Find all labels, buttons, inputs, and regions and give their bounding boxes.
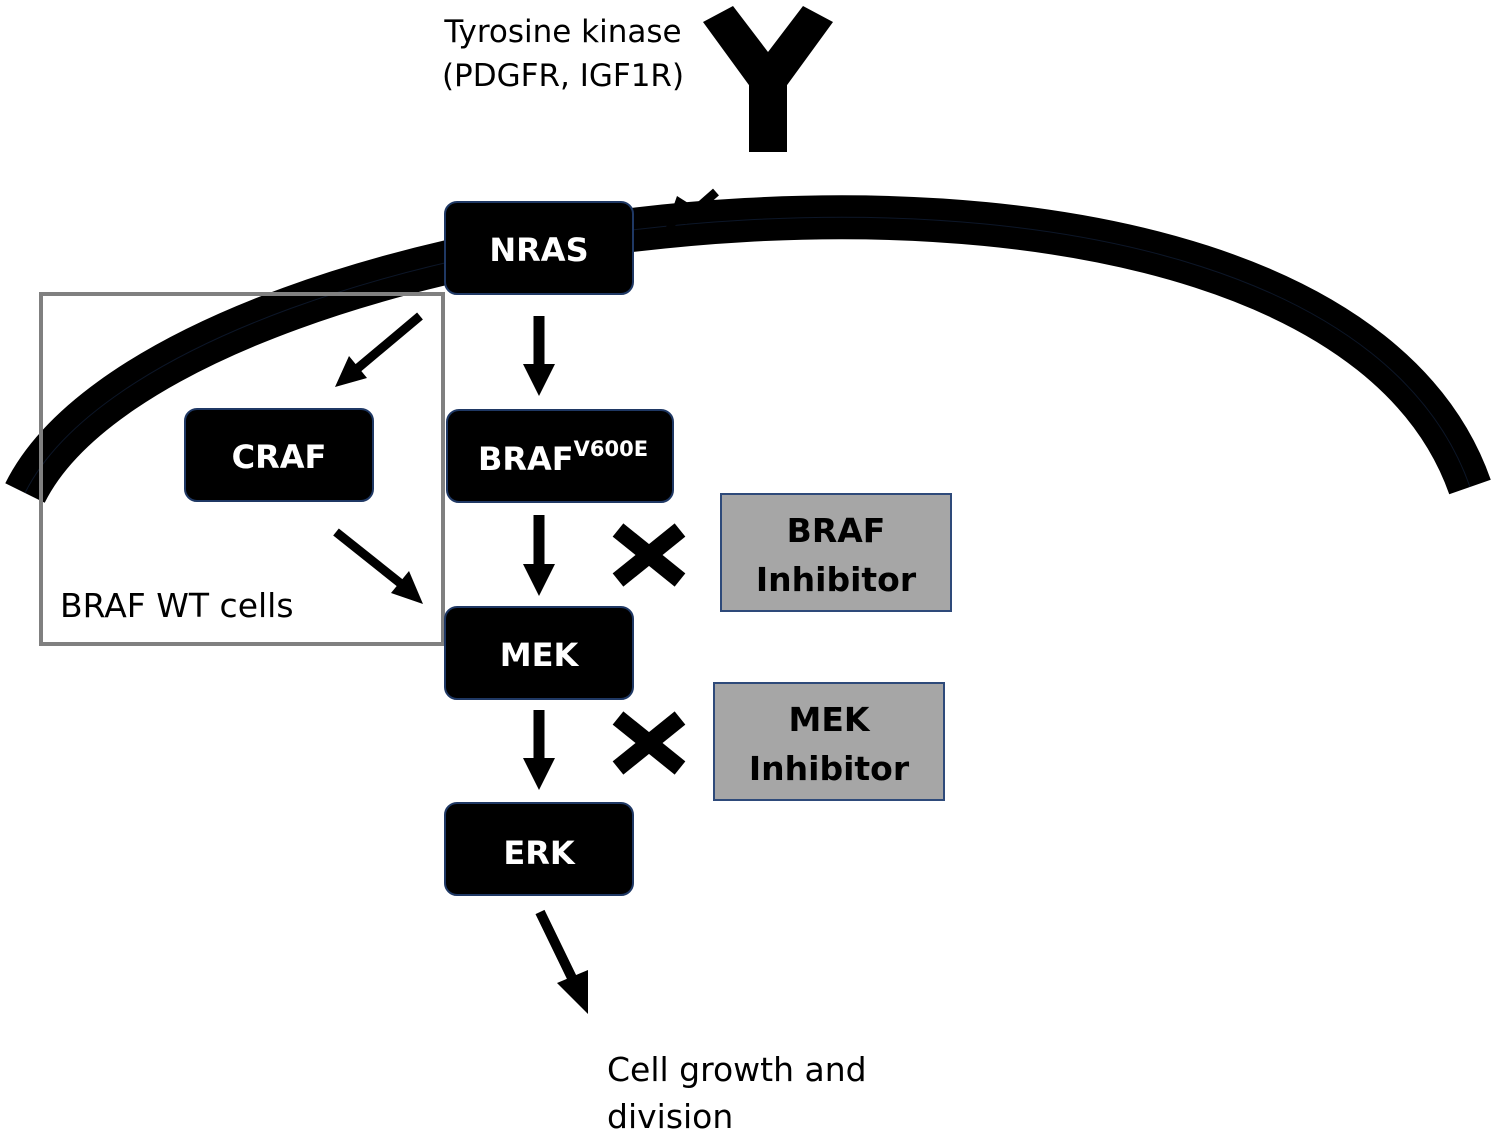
- arrow-nras-to-braf-head: [523, 364, 555, 396]
- cell-membrane-edge: [24, 216, 1471, 494]
- arrow-mek-to-erk-head: [523, 758, 555, 790]
- outcome-line1: Cell growth and: [607, 1050, 867, 1089]
- receptor-label-line2: (PDGFR, IGF1R): [442, 58, 684, 94]
- craf-label: CRAF: [232, 438, 327, 476]
- braf-wt-label: BRAF WT cells: [60, 586, 294, 625]
- arrow-craf-to-mek-head: [391, 571, 423, 604]
- erk-node: ERK: [444, 802, 634, 896]
- mek-inhibitor-line1: MEK: [789, 700, 871, 739]
- outcome-line2: division: [607, 1097, 733, 1132]
- nras-label: NRAS: [489, 231, 588, 269]
- mek-block-x-icon: [612, 711, 686, 775]
- nras-node: NRAS: [444, 201, 634, 295]
- braf-block-x-icon: [612, 523, 686, 587]
- braf-wt-box: [39, 292, 445, 646]
- braf-label: BRAFV600E: [478, 437, 648, 478]
- braf-inhibitor-line1: BRAF: [787, 511, 886, 550]
- erk-label: ERK: [503, 834, 576, 872]
- mek-inhibitor-box: MEK Inhibitor: [713, 682, 945, 801]
- braf-label-main: BRAF: [478, 440, 574, 478]
- receptor-icon: [703, 6, 833, 152]
- mek-label: MEK: [500, 636, 580, 674]
- arrows: [333, 188, 719, 1014]
- mek-node: MEK: [444, 606, 634, 700]
- arrow-nras-to-craf-head: [335, 356, 367, 387]
- craf-node: CRAF: [184, 408, 374, 502]
- braf-label-superscript: V600E: [574, 437, 648, 461]
- braf-v600e-node: BRAFV600E: [446, 409, 674, 503]
- arrow-receptor-to-nras: [680, 188, 719, 225]
- arrow-craf-to-mek: [333, 528, 403, 587]
- arrow-receptor-to-nras-head: [663, 196, 696, 236]
- braf-inhibitor-line2: Inhibitor: [756, 560, 917, 599]
- mek-inhibitor-line2: Inhibitor: [749, 749, 910, 788]
- arrow-erk-to-growth: [535, 909, 577, 981]
- cell-membrane: [5, 195, 1491, 504]
- receptor-label-line1: Tyrosine kinase: [443, 14, 681, 50]
- arrow-braf-to-mek-head: [523, 564, 555, 596]
- arrow-erk-to-growth-head: [557, 970, 588, 1014]
- arrow-nras-to-craf: [355, 312, 423, 372]
- braf-inhibitor-box: BRAF Inhibitor: [720, 493, 952, 612]
